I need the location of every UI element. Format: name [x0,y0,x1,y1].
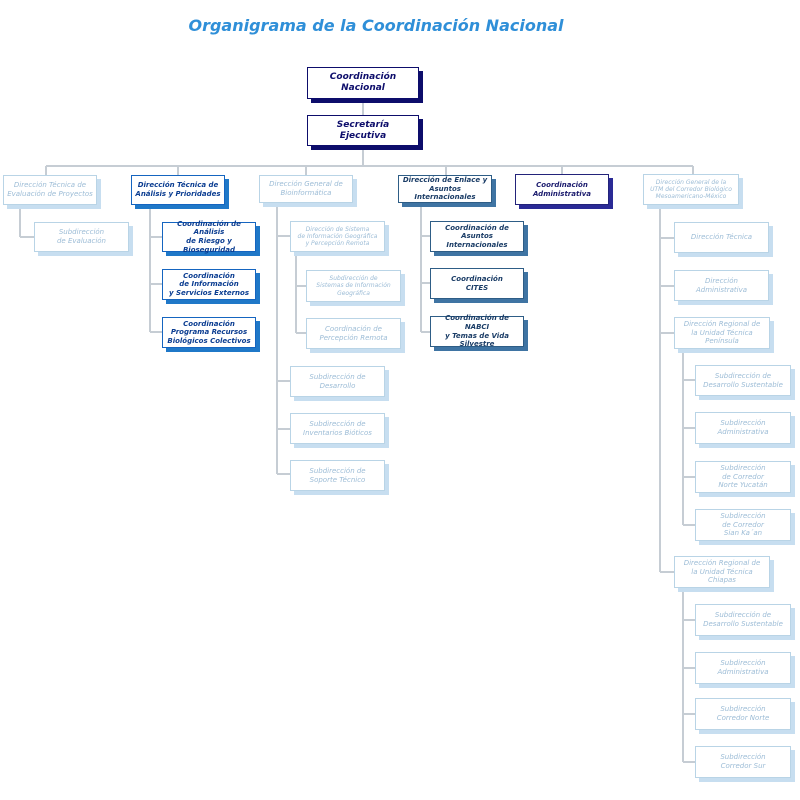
node-coord-informacion: Coordinación de Información y Servicios … [162,269,256,300]
node-sub-sistemas-geograficos: Subdirección de Sistemas de Información … [306,270,401,302]
node-dir-administrativa-utm: Dirección Administrativa [674,270,769,301]
node-sub-administrativa-peninsula: Subdirección Administrativa [695,412,791,444]
node-coord-asuntos-internacionales: Coordinación de Asuntos Internacionales [430,221,524,252]
node-dir-sistema-informacion: Dirección de Sistema de Información Geog… [290,221,385,252]
node-sub-corredor-siankaan: Subdirección de Corredor Sian Ka´an [695,509,791,541]
node-dir-regional-peninsula: Dirección Regional de la Unidad Técnica … [674,317,770,349]
node-coordinacion-nacional: Coordinación Nacional [307,67,419,99]
node-sub-evaluacion: Subdirección de Evaluación [34,222,129,252]
node-sub-corredor-norte: Subdirección Corredor Norte [695,698,791,730]
node-dir-regional-chiapas: Dirección Regional de la Unidad Técnica … [674,556,770,588]
node-coord-administrativa: Coordinación Administrativa [515,174,609,205]
node-coord-cites: Coordinación CITES [430,268,524,299]
node-sub-corredor-sur: Subdirección Corredor Sur [695,746,791,778]
node-dir-bioinformatica: Dirección General de Bioinformática [259,175,353,203]
chart-title: Organigrama de la Coordinación Nacional [188,16,564,35]
node-sub-corredor-yucatan: Subdirección de Corredor Norte Yucatán [695,461,791,493]
node-dir-tecnica-evaluacion: Dirección Técnica de Evaluación de Proye… [3,175,97,205]
node-sub-administrativa-chiapas: Subdirección Administrativa [695,652,791,684]
node-sub-soporte: Subdirección de Soporte Técnico [290,460,385,491]
node-coord-nabci: Coordinación de NABCI y Temas de Vida Si… [430,314,524,348]
node-coord-percepcion-remota: Coordinación de Percepción Remota [306,318,401,349]
node-dir-tecnica-utm: Dirección Técnica [674,222,769,253]
node-secretaria-ejecutiva: Secretaría Ejecutiva [307,115,419,146]
node-sub-inventarios: Subdirección de Inventarios Bióticos [290,413,385,444]
node-sub-desarrollo-sustentable-chiapas: Subdirección de Desarrollo Sustentable [695,604,791,636]
node-dir-utm: Dirección General de la UTM del Corredor… [643,174,739,205]
node-coord-recursos-biologicos: Coordinación Programa Recursos Biológico… [162,317,256,348]
node-coord-analisis-riesgo: Coordinación de Análisis de Riesgo y Bio… [162,220,256,254]
node-sub-desarrollo: Subdirección de Desarrollo [290,366,385,397]
node-sub-desarrollo-sustentable-peninsula: Subdirección de Desarrollo Sustentable [695,365,791,396]
node-dir-tecnica-analisis: Dirección Técnica de Análisis y Priorida… [131,175,225,205]
node-dir-enlace: Dirección de Enlace y Asuntos Internacio… [398,175,492,203]
